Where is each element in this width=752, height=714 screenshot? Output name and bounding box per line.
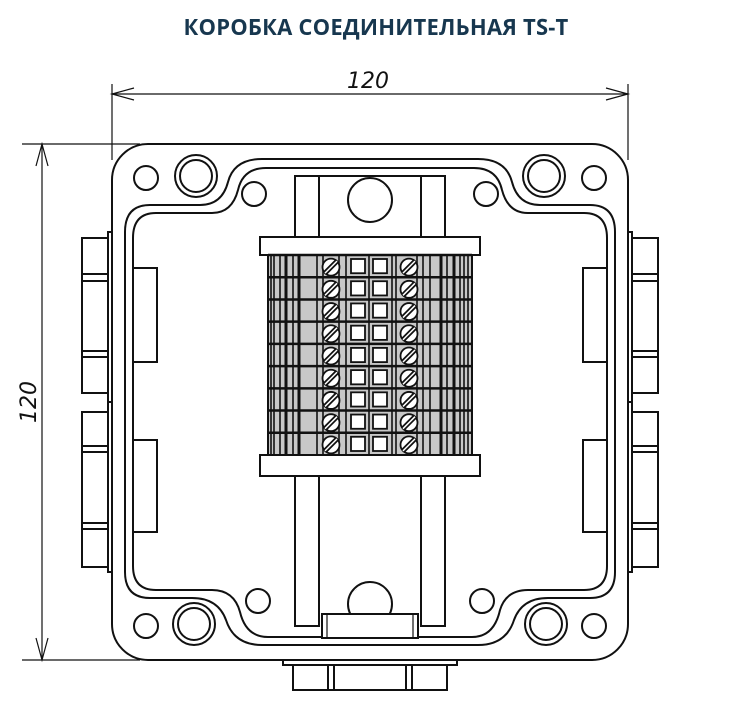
terminal-wire-port [372,413,388,430]
terminal-wire-port [350,391,366,408]
inner-wall [124,158,616,646]
terminal-wire-port [372,324,388,341]
terminal-wire-port [350,369,366,386]
width-dimension: 120 [109,69,631,160]
terminal-wire-port [350,324,366,341]
terminal-wire-port [372,280,388,297]
terminal-wire-port [350,302,366,319]
drawing-title: КОРОБКА СОЕДИНИТЕЛЬНАЯ TS-T [183,12,569,42]
width-label: 120 [347,69,389,94]
terminal-wire-port [372,258,388,275]
height-label: 120 [17,381,42,423]
terminal-block-body [267,254,473,456]
terminal-wire-port [372,346,388,364]
terminal-wire-port [350,435,366,452]
terminal-wire-port [372,391,388,408]
cavity [132,167,608,638]
cable-gland-bottom [282,659,458,691]
terminal-block [267,253,473,456]
terminal-wire-port [350,413,366,430]
terminal-wire-port [372,435,388,452]
terminal-wire-port [350,280,366,297]
terminal-wire-port [350,346,366,364]
terminal-wire-port [372,369,388,386]
screw-top-icon [347,177,393,223]
din-rail [259,175,481,639]
terminal-wire-port [372,302,388,319]
terminal-wire-port [350,258,366,275]
mounting-holes [133,154,607,646]
cable-glands-left [81,231,114,573]
cable-glands-right [626,231,659,573]
height-dimension: 120 [17,141,140,663]
